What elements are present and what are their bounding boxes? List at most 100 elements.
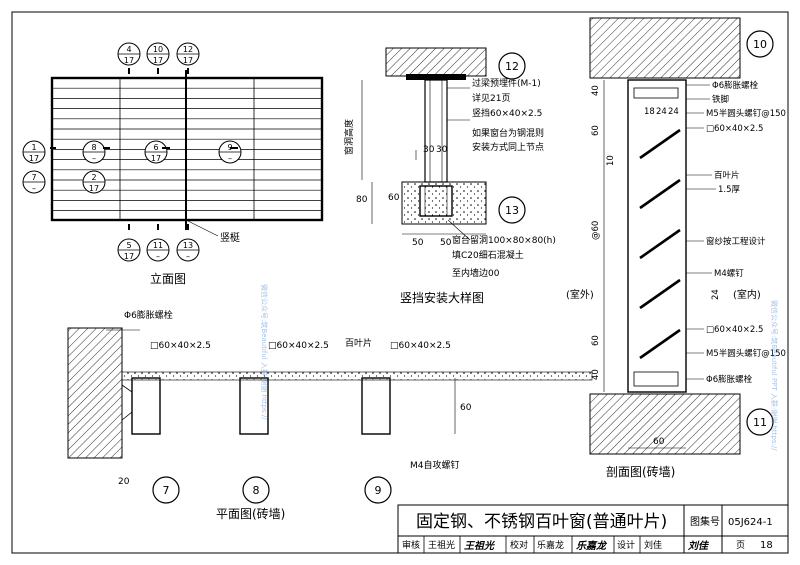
page-label: 页 <box>736 540 745 551</box>
bubble-10: 10 <box>753 38 767 51</box>
mullion-note: 如果窗台为钢混则 <box>472 127 544 139</box>
mullion-detail: 窗洞高度 80 60 30 30 50 50 过梁预埋件(M-1)详见21页竖挡… <box>343 47 556 305</box>
dim-50a: 50 <box>412 238 424 248</box>
section-label-tube-bot: □60×40×2.5 <box>706 325 763 335</box>
detail-callout: 9– <box>218 140 242 164</box>
plan-tube-label-1: □60×40×2.5 <box>150 341 211 351</box>
callout-number: 2 <box>91 173 96 182</box>
review-label: 审核 <box>402 539 420 551</box>
callout-sheet: 17 <box>89 184 99 193</box>
plan-blade-label: 百叶片 <box>345 337 372 349</box>
dim-50b: 50 <box>440 238 452 248</box>
title-block: 固定钢、不锈钢百叶窗(普通叶片) 图集号 05J624-1 审核 王祖光 王祖光… <box>397 504 789 554</box>
check-label: 校对 <box>510 539 528 551</box>
plan-screw-label: M4自攻螺钉 <box>410 459 460 471</box>
section-dim-d40b: 40 <box>591 369 601 380</box>
callout-number: 11 <box>153 241 163 250</box>
callout-sheet: 17 <box>124 56 134 65</box>
callout-number: 4 <box>126 45 131 54</box>
callout-sheet: – <box>156 252 160 261</box>
section-label-bolt-bot: Φ6膨胀螺栓 <box>706 374 753 385</box>
section-dim-d40a: 40 <box>591 85 601 96</box>
mullion-detail-caption: 竖挡安装大样图 <box>400 290 484 305</box>
louver-blade <box>639 228 681 260</box>
section-dim-d24b: 24 <box>668 107 679 117</box>
bubble-8: 8 <box>253 484 260 497</box>
section-label-screw-top: M5半圆头螺钉@150 <box>706 108 786 119</box>
plan-caption: 平面图(砖墙) <box>216 506 285 521</box>
bubble-12: 12 <box>505 60 519 73</box>
section-label-bolt-top: Φ6膨胀螺栓 <box>712 80 759 91</box>
atlas-number: 05J624-1 <box>728 517 773 528</box>
dim-30a: 30 <box>423 145 435 155</box>
callout-sheet: 17 <box>29 154 39 163</box>
louver-blade <box>639 328 681 360</box>
section-dim-60-bottom: 60 <box>653 437 665 447</box>
plan-tube-label-2: □60×40×2.5 <box>268 341 329 351</box>
detail-callout: 517 <box>117 238 141 262</box>
section-label-thickness: 1.5厚 <box>718 185 741 195</box>
detail-callout: 11 – <box>146 238 170 262</box>
section-view: Φ6膨胀螺栓铁脚M5半圆头螺钉@150□60×40×2.5百叶片1.5厚窗纱按工… <box>566 17 786 479</box>
drawing-title: 固定钢、不锈钢百叶窗(普通叶片) <box>416 512 667 532</box>
callout-sheet: 17 <box>124 252 134 261</box>
dim-80: 80 <box>356 195 368 205</box>
detail-callout: 217 <box>82 170 106 194</box>
callout-sheet: – <box>186 252 190 261</box>
louver-blade <box>639 128 681 160</box>
mullion-note: 详见21页 <box>472 92 510 104</box>
section-dim-d60c: 60 <box>591 335 601 346</box>
section-label-tube-top: □60×40×2.5 <box>706 124 763 134</box>
section-label-screw-bot: M5半圆头螺钉@150 <box>706 348 786 359</box>
watermark-left: 微信公众号:筑Beautiful 入群:谢谢 https:// <box>260 284 269 420</box>
section-dim-d24a: 24 <box>656 107 667 117</box>
section-label-screen: 窗纱按工程设计 <box>706 236 766 247</box>
designer-name: 刘佳 <box>644 539 662 551</box>
mullion-note: 竖挡60×40×2.5 <box>472 107 542 119</box>
plan-dim-20: 20 <box>118 477 130 487</box>
designer-signature: 刘佳 <box>688 540 709 552</box>
reviewer-signature: 王祖光 <box>464 540 495 552</box>
callout-number: 8 <box>91 143 96 152</box>
detail-callout: 117 <box>22 140 46 164</box>
plan-view: Φ6膨胀螺栓 □60×40×2.5 □60×40×2.5 □60×40×2.5 … <box>67 309 593 521</box>
page-number: 18 <box>760 540 773 551</box>
watermark-right: 微信公众号:筑Beautiful PPT 入群:谢谢 https:// <box>770 300 779 451</box>
detail-callout: 8– <box>82 140 106 164</box>
plan-dim-60: 60 <box>460 403 472 413</box>
louver-blade <box>639 178 681 210</box>
sill-note: 填C20细石混凝土 <box>452 249 524 261</box>
bubble-11: 11 <box>753 416 767 429</box>
mullion-label: 竖梃 <box>220 231 240 244</box>
outside-label: (室外) <box>566 288 594 301</box>
callout-sheet: – <box>228 154 232 163</box>
section-label-blade: 百叶片 <box>714 170 740 181</box>
design-label: 设计 <box>617 539 635 551</box>
section-dim-d60a: 60 <box>591 125 601 136</box>
section-caption: 剖面图(砖墙) <box>606 464 675 479</box>
checker-name: 乐嘉龙 <box>537 539 564 551</box>
bubble-9: 9 <box>375 484 382 497</box>
mullion-note: 安装方式同上节点 <box>472 141 544 153</box>
callout-sheet: 17 <box>151 154 161 163</box>
checker-signature: 乐嘉龙 <box>576 540 608 552</box>
louver-blade <box>639 278 681 310</box>
atlas-label: 图集号 <box>690 515 720 528</box>
detail-callout: 7– <box>22 170 46 194</box>
dim-60-sill: 60 <box>388 193 400 203</box>
detail-callout: 417 <box>117 42 141 66</box>
callout-number: 1 <box>31 143 36 152</box>
bubble-7: 7 <box>163 484 170 497</box>
sill-note: 窗台留洞100×80×80(h) <box>452 234 556 246</box>
detail-callout: 617 <box>144 140 168 164</box>
callout-number: 10 <box>153 45 163 54</box>
section-dim-d10: 10 <box>606 155 616 166</box>
elevation-caption: 立面图 <box>150 271 186 286</box>
callout-sheet: 17 <box>183 56 193 65</box>
sill-note: 至内墙边00 <box>452 267 500 279</box>
section-label-m4: M4螺钉 <box>714 268 744 279</box>
plan-bolt-label: Φ6膨胀螺栓 <box>124 309 173 321</box>
